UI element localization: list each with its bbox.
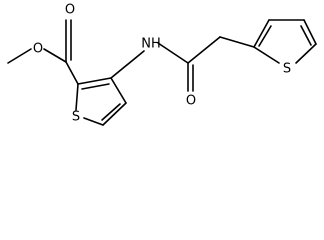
bond-ring2-c2-c3-inner — [258, 25, 272, 47]
bond-amide-to-ch2 — [187, 36, 221, 64]
bond-oxygen-ester-carbon — [43, 48, 67, 63]
bond-ester-to-ring — [65, 61, 79, 85]
bond-ch2-to-ring2 — [219, 36, 255, 48]
atom-label-thiophene2-sulfur: S — [283, 62, 291, 77]
atom-label-ester-carbonyl-oxygen: O — [65, 3, 75, 18]
bond-ring2-c5-s — [295, 43, 317, 64]
atom-label-amide-oxygen: O — [186, 94, 196, 109]
bond-ring2-s-c2 — [253, 46, 280, 64]
bond-ring1-c3-c4 — [110, 77, 127, 104]
bond-ring2-c2-c3 — [253, 19, 270, 48]
bond-ring1-s-c2 — [75, 83, 79, 111]
molecule-diagram: O O NH S O S — [7, 3, 317, 126]
atom-label-nh: NH — [141, 37, 161, 52]
bond-nh-to-amide-carbon — [157, 42, 189, 64]
bond-ring1-c2-c3 — [77, 77, 112, 85]
bond-ring1-c5-s — [83, 117, 104, 126]
bond-ring1-to-nh — [110, 50, 145, 79]
bond-ring1-c2-c3-inner — [81, 83, 110, 90]
atom-label-ester-oxygen: O — [33, 42, 43, 57]
bond-ring2-c4-c5 — [303, 19, 317, 45]
bond-ring1-c4-c5-inner — [101, 103, 121, 121]
bond-ring2-c4-c5-inner — [300, 25, 312, 46]
structure-canvas: O O NH S O S — [7, 2, 317, 126]
bond-ring1-c4-c5 — [102, 102, 127, 126]
bond-methyl-oxygen — [7, 48, 32, 64]
atom-label-thiophene1-sulfur: S — [72, 110, 80, 125]
